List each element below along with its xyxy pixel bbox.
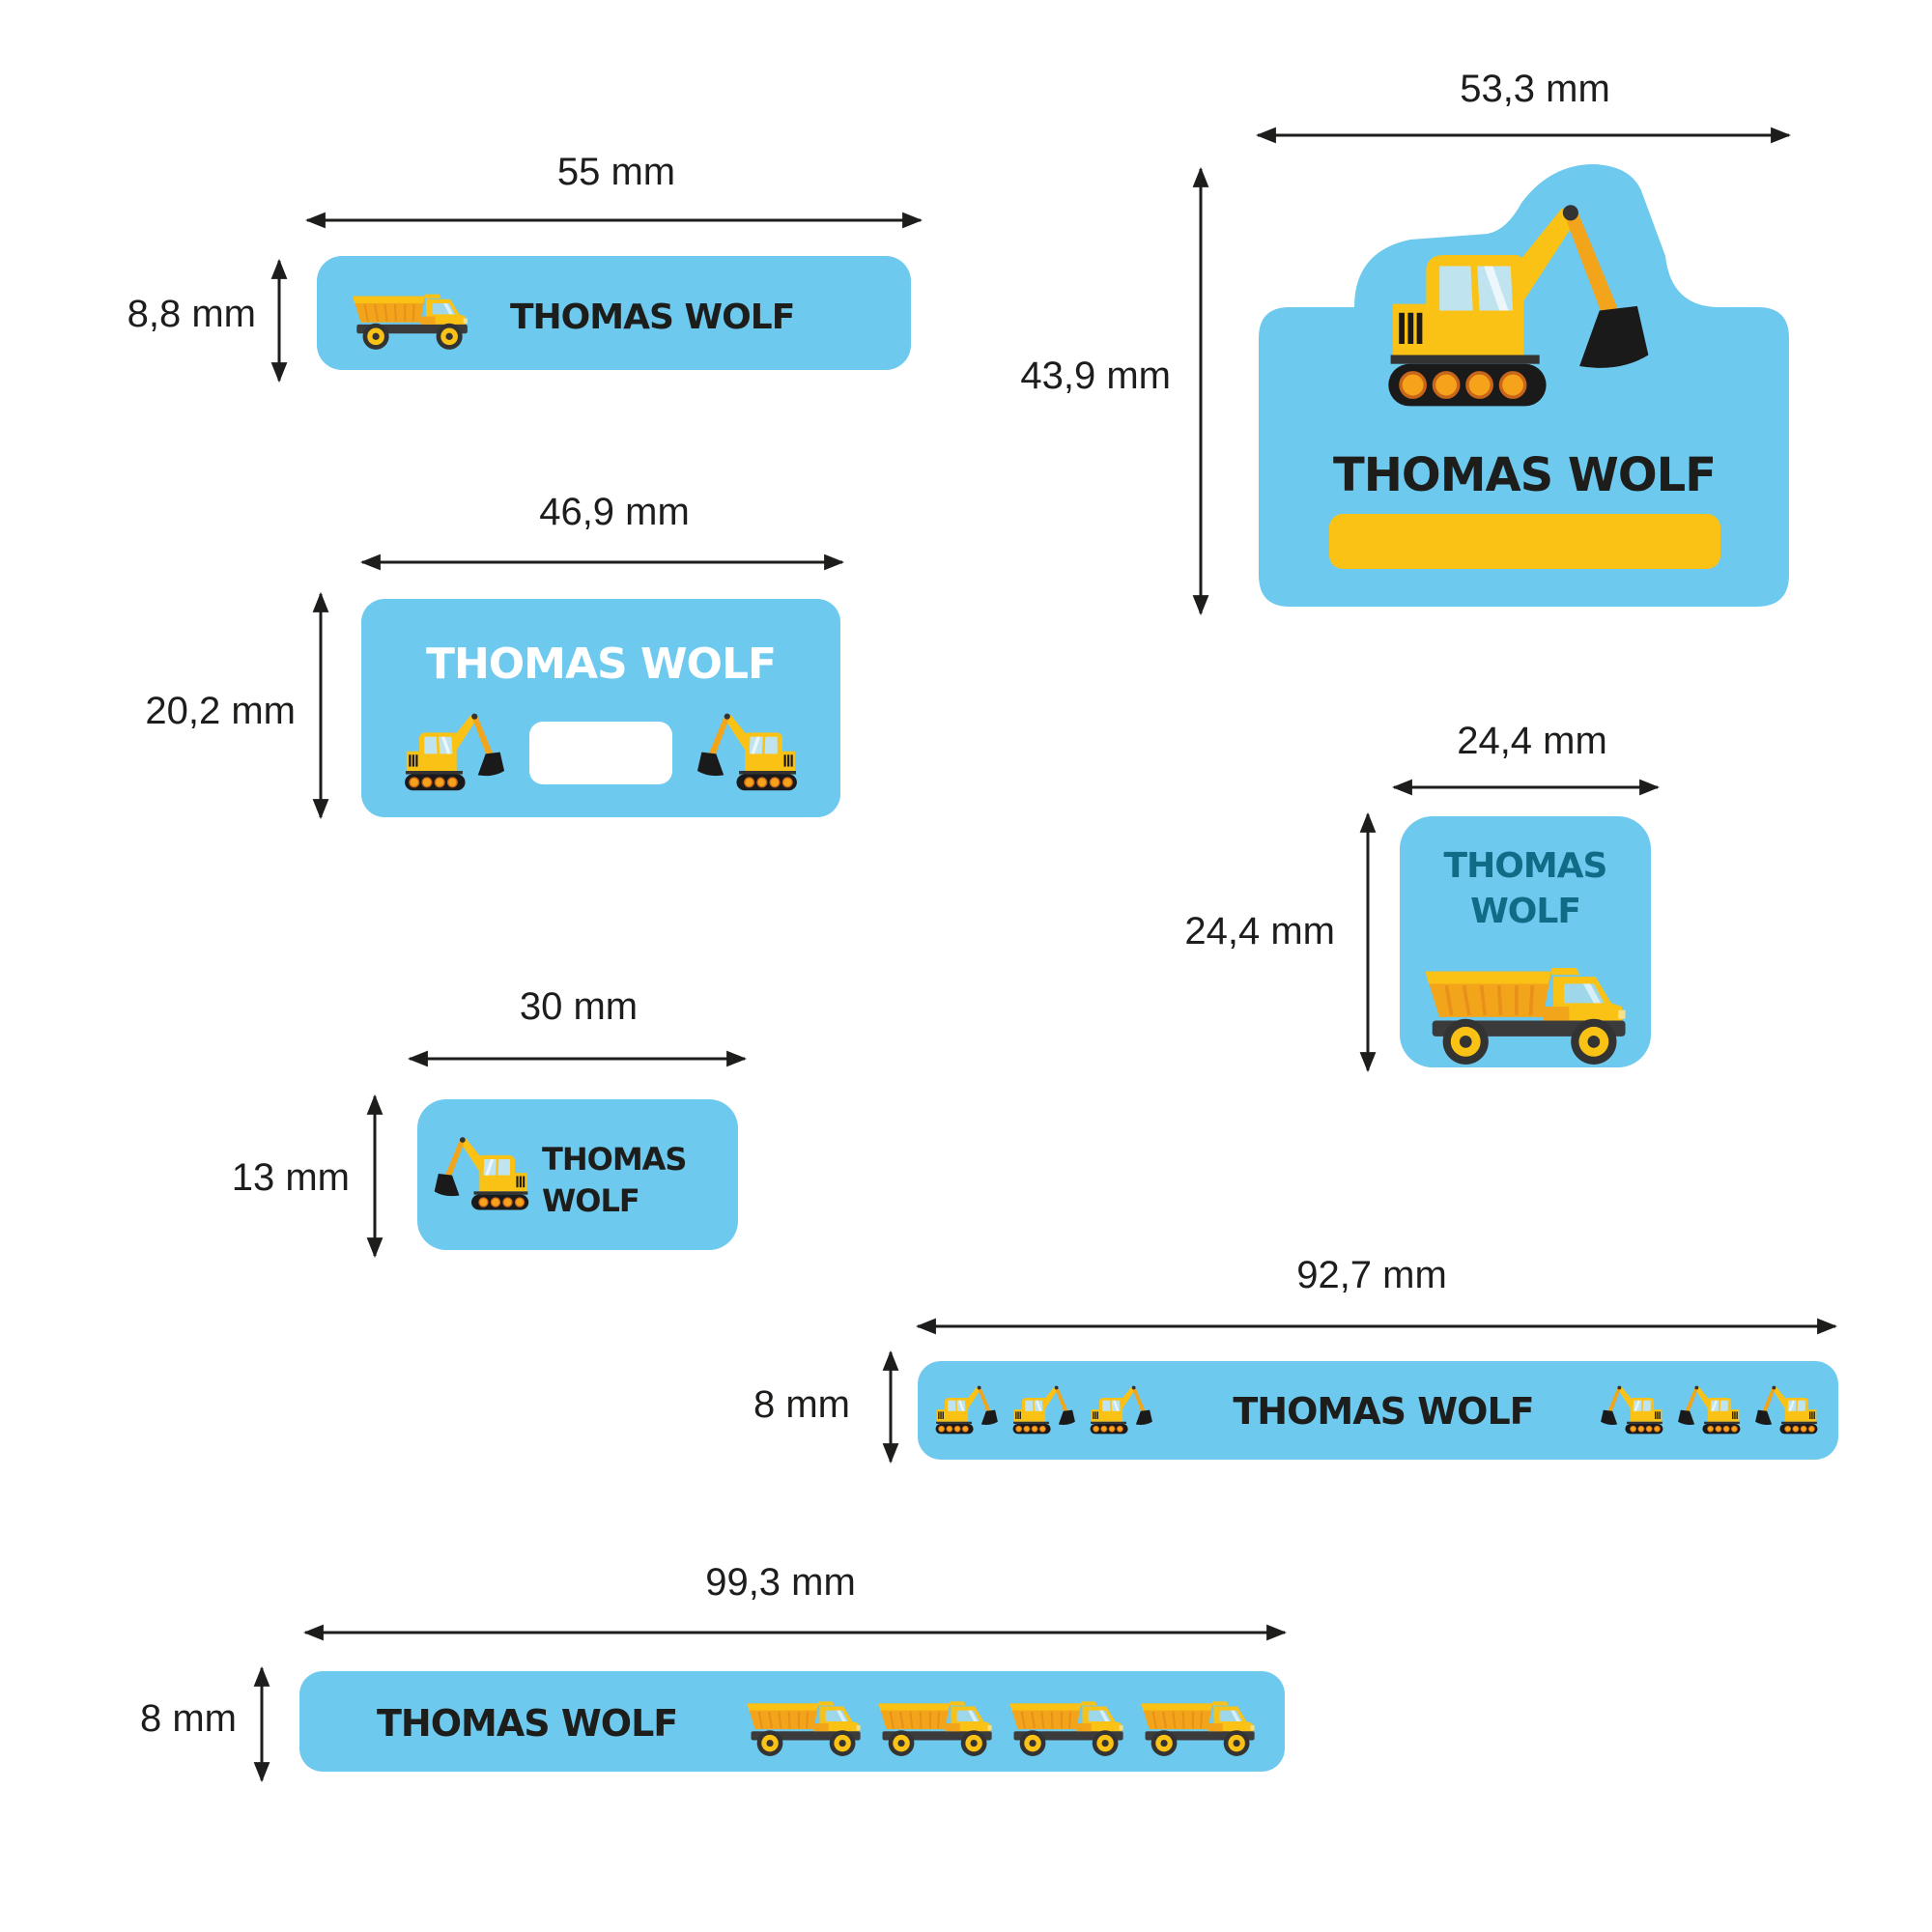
label-2-name: THOMAS WOLF bbox=[426, 639, 776, 689]
label-5-width: 24,4 mm bbox=[1457, 720, 1607, 762]
label-6-height: 8 mm bbox=[753, 1383, 850, 1426]
label-5-height: 24,4 mm bbox=[1184, 910, 1335, 952]
label-2-blank-field bbox=[529, 722, 672, 784]
label-1-card bbox=[317, 256, 911, 370]
label-2-card bbox=[361, 599, 840, 817]
label-3-width: 30 mm bbox=[519, 985, 639, 1028]
label-7-name: THOMAS WOLF bbox=[377, 1702, 677, 1745]
label-6-name: THOMAS WOLF bbox=[1233, 1390, 1533, 1433]
label-7-width: 99,3 mm bbox=[705, 1561, 856, 1604]
label-4-height: 43,9 mm bbox=[1020, 355, 1171, 397]
label-2-group: THOMAS WOLF bbox=[312, 554, 845, 820]
label-4-yellow-field bbox=[1329, 514, 1720, 569]
label-5-name-line1: THOMAS bbox=[1444, 846, 1607, 886]
label-3-card bbox=[417, 1099, 738, 1250]
label-5-name-line2: WOLF bbox=[1470, 892, 1580, 931]
label-6-card bbox=[918, 1361, 1838, 1460]
label-4-name: THOMAS WOLF bbox=[1333, 448, 1716, 502]
label-7-height: 8 mm bbox=[140, 1697, 237, 1740]
label-4-group: THOMAS WOLF bbox=[1192, 127, 1792, 616]
label-1-group: THOMAS WOLF bbox=[270, 212, 923, 384]
label-3-height: 13 mm bbox=[231, 1156, 350, 1199]
label-3-name-line2: WOLF bbox=[542, 1182, 639, 1219]
label-3-name-line1: THOMAS bbox=[542, 1141, 686, 1178]
label-6-width: 92,7 mm bbox=[1296, 1254, 1447, 1296]
label-1-height: 8,8 mm bbox=[127, 293, 256, 335]
label-7-group: THOMAS WOLF bbox=[253, 1624, 1288, 1783]
label-4-width: 53,3 mm bbox=[1460, 68, 1610, 110]
label-1-name: THOMAS WOLF bbox=[510, 298, 794, 337]
label-3-group: THOMAS WOLF bbox=[366, 1050, 748, 1259]
label-2-height: 20,2 mm bbox=[145, 690, 296, 732]
label-6-group: THOMAS WOLF bbox=[882, 1318, 1838, 1464]
label-1-width: 55 mm bbox=[556, 151, 676, 193]
label-5-group: THOMAS WOLF bbox=[1359, 779, 1661, 1073]
label-2-width: 46,9 mm bbox=[539, 491, 690, 533]
